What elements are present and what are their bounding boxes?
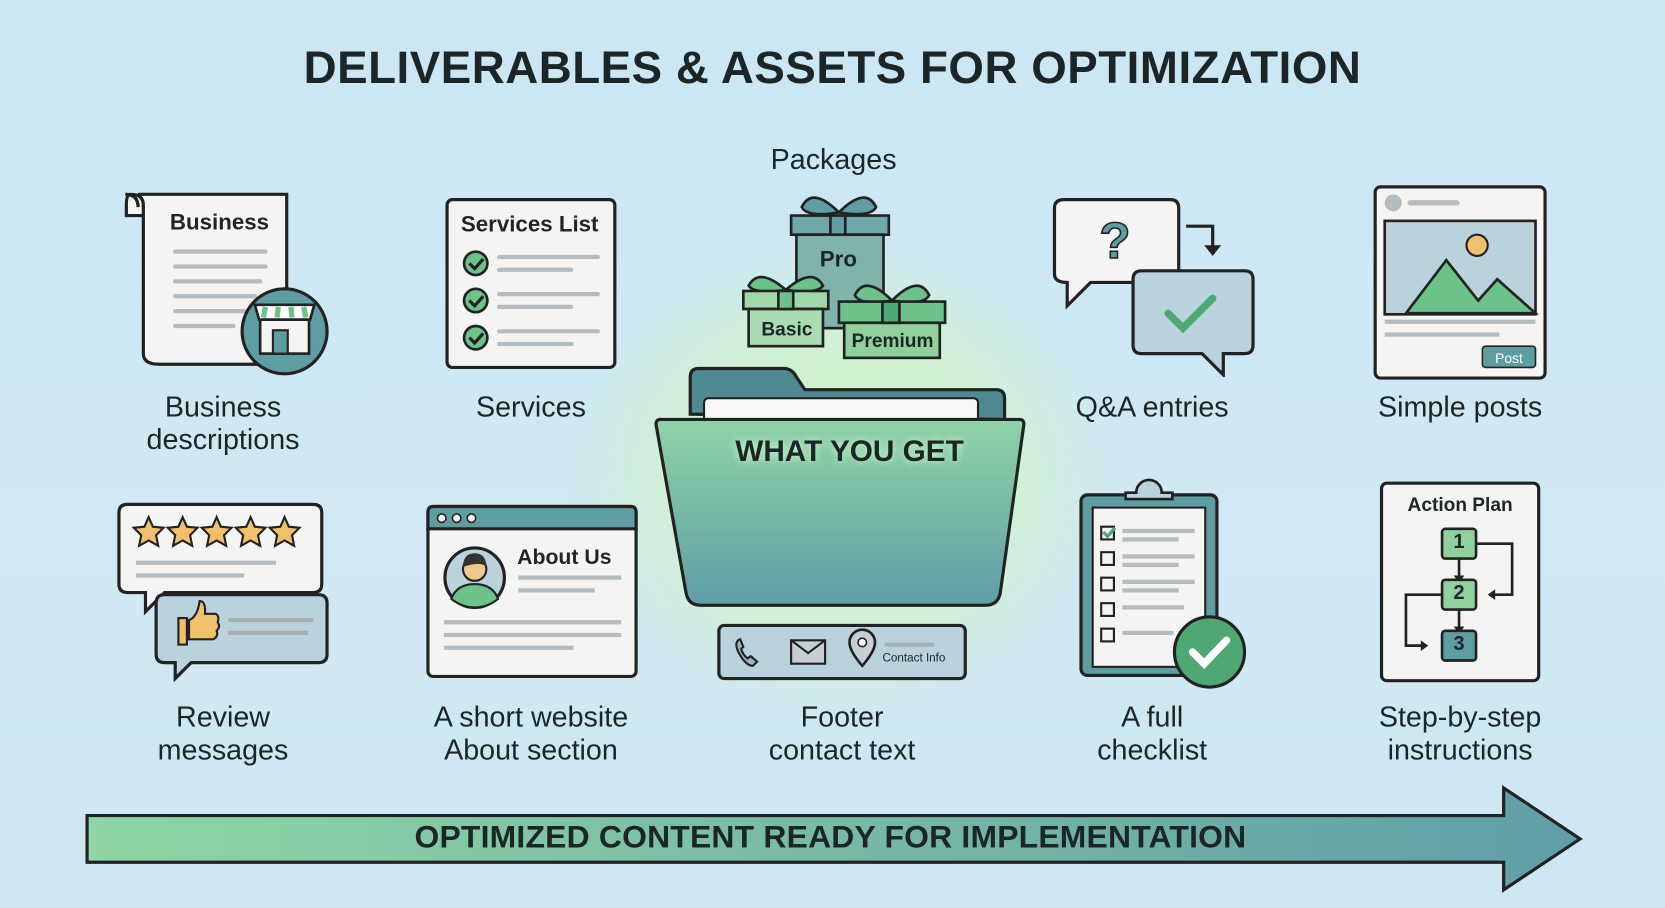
star-review-icon bbox=[117, 502, 329, 682]
checklist-card-icon bbox=[445, 198, 617, 370]
item-label-services: Services bbox=[475, 390, 586, 423]
question-answer-bubbles-icon: ? bbox=[1052, 198, 1255, 377]
package-premium: Premium bbox=[851, 330, 934, 352]
item-label-simple-posts: Simple posts bbox=[1378, 390, 1543, 423]
business-card-title: Business bbox=[169, 210, 270, 235]
services-card-title: Services List bbox=[460, 212, 599, 237]
post-button: Post bbox=[1495, 350, 1523, 367]
about-page-icon bbox=[426, 504, 638, 679]
gift-packages-icon bbox=[742, 196, 947, 360]
packages-label: Packages bbox=[770, 143, 897, 176]
step-3: 3 bbox=[1453, 632, 1465, 656]
storefront-document-icon bbox=[124, 192, 329, 376]
about-us-heading: About Us bbox=[517, 545, 612, 570]
social-post-icon bbox=[1373, 185, 1547, 380]
action-plan-title: Action Plan bbox=[1407, 493, 1513, 516]
envelope-icon bbox=[790, 639, 827, 665]
svg-text:?: ? bbox=[1099, 212, 1130, 269]
progress-arrow-banner bbox=[85, 784, 1583, 893]
action-plan-flow-icon bbox=[1379, 481, 1541, 683]
item-label-qa-entries: Q&A entries bbox=[1075, 390, 1229, 423]
clipboard-checklist-icon bbox=[1079, 478, 1247, 689]
folder-label: WHAT YOU GET bbox=[735, 434, 964, 468]
package-basic: Basic bbox=[761, 318, 813, 340]
step-1: 1 bbox=[1453, 530, 1465, 554]
banner-text: OPTIMIZED CONTENT READY FOR IMPLEMENTATI… bbox=[414, 819, 1247, 855]
page-title: DELIVERABLES & ASSETS FOR OPTIMIZATION bbox=[303, 42, 1362, 94]
step-2: 2 bbox=[1453, 581, 1465, 605]
contact-footer-icon bbox=[717, 623, 967, 681]
folder-icon bbox=[654, 366, 1026, 607]
contact-info-text: Contact Info bbox=[882, 652, 946, 665]
package-pro: Pro bbox=[819, 247, 857, 272]
